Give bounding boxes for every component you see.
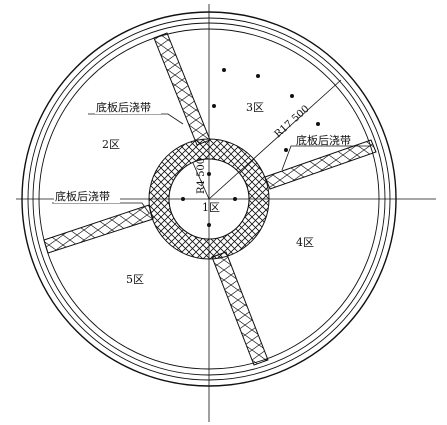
- marker-dots: [181, 68, 320, 227]
- marker-dot: [233, 197, 237, 201]
- marker-dot: [316, 122, 320, 126]
- zone-label-3: 3区: [246, 101, 264, 114]
- marker-dot: [256, 74, 260, 78]
- leader-right: [281, 145, 371, 171]
- band-strip-lower: [211, 251, 269, 366]
- outer-ring-2: [27, 17, 391, 381]
- marker-dot: [181, 197, 185, 201]
- label-bg-left: [54, 190, 120, 203]
- label-bg-upper: [95, 101, 161, 114]
- band-strip-right: [264, 139, 377, 190]
- outer-ring-1: [21, 11, 397, 387]
- outer-radius-line: [208, 79, 342, 200]
- band-label-right: 底板后浇带: [296, 133, 351, 147]
- leader-upper: [88, 113, 184, 125]
- inner-radius-label: R4 500: [196, 158, 207, 194]
- band-label-upper: 底板后浇带: [96, 100, 151, 114]
- zone-label-5: 5区: [126, 273, 144, 286]
- band-strip-left: [43, 204, 154, 254]
- marker-dot: [212, 104, 216, 108]
- zone-label-2: 2区: [102, 138, 120, 151]
- outer-ring-3: [32, 22, 386, 376]
- band-strip-upper: [153, 32, 211, 146]
- inner-radius-line: [192, 162, 210, 200]
- outer-ring-4: [38, 28, 380, 370]
- marker-dot: [222, 68, 226, 72]
- marker-dot: [284, 148, 288, 152]
- band-label-left: 底板后浇带: [55, 189, 110, 203]
- marker-dot: [207, 172, 211, 176]
- marker-dot: [207, 223, 211, 227]
- zone-label-1: 1区: [202, 201, 220, 214]
- marker-dot: [290, 94, 294, 98]
- zone-label-4: 4区: [296, 236, 314, 249]
